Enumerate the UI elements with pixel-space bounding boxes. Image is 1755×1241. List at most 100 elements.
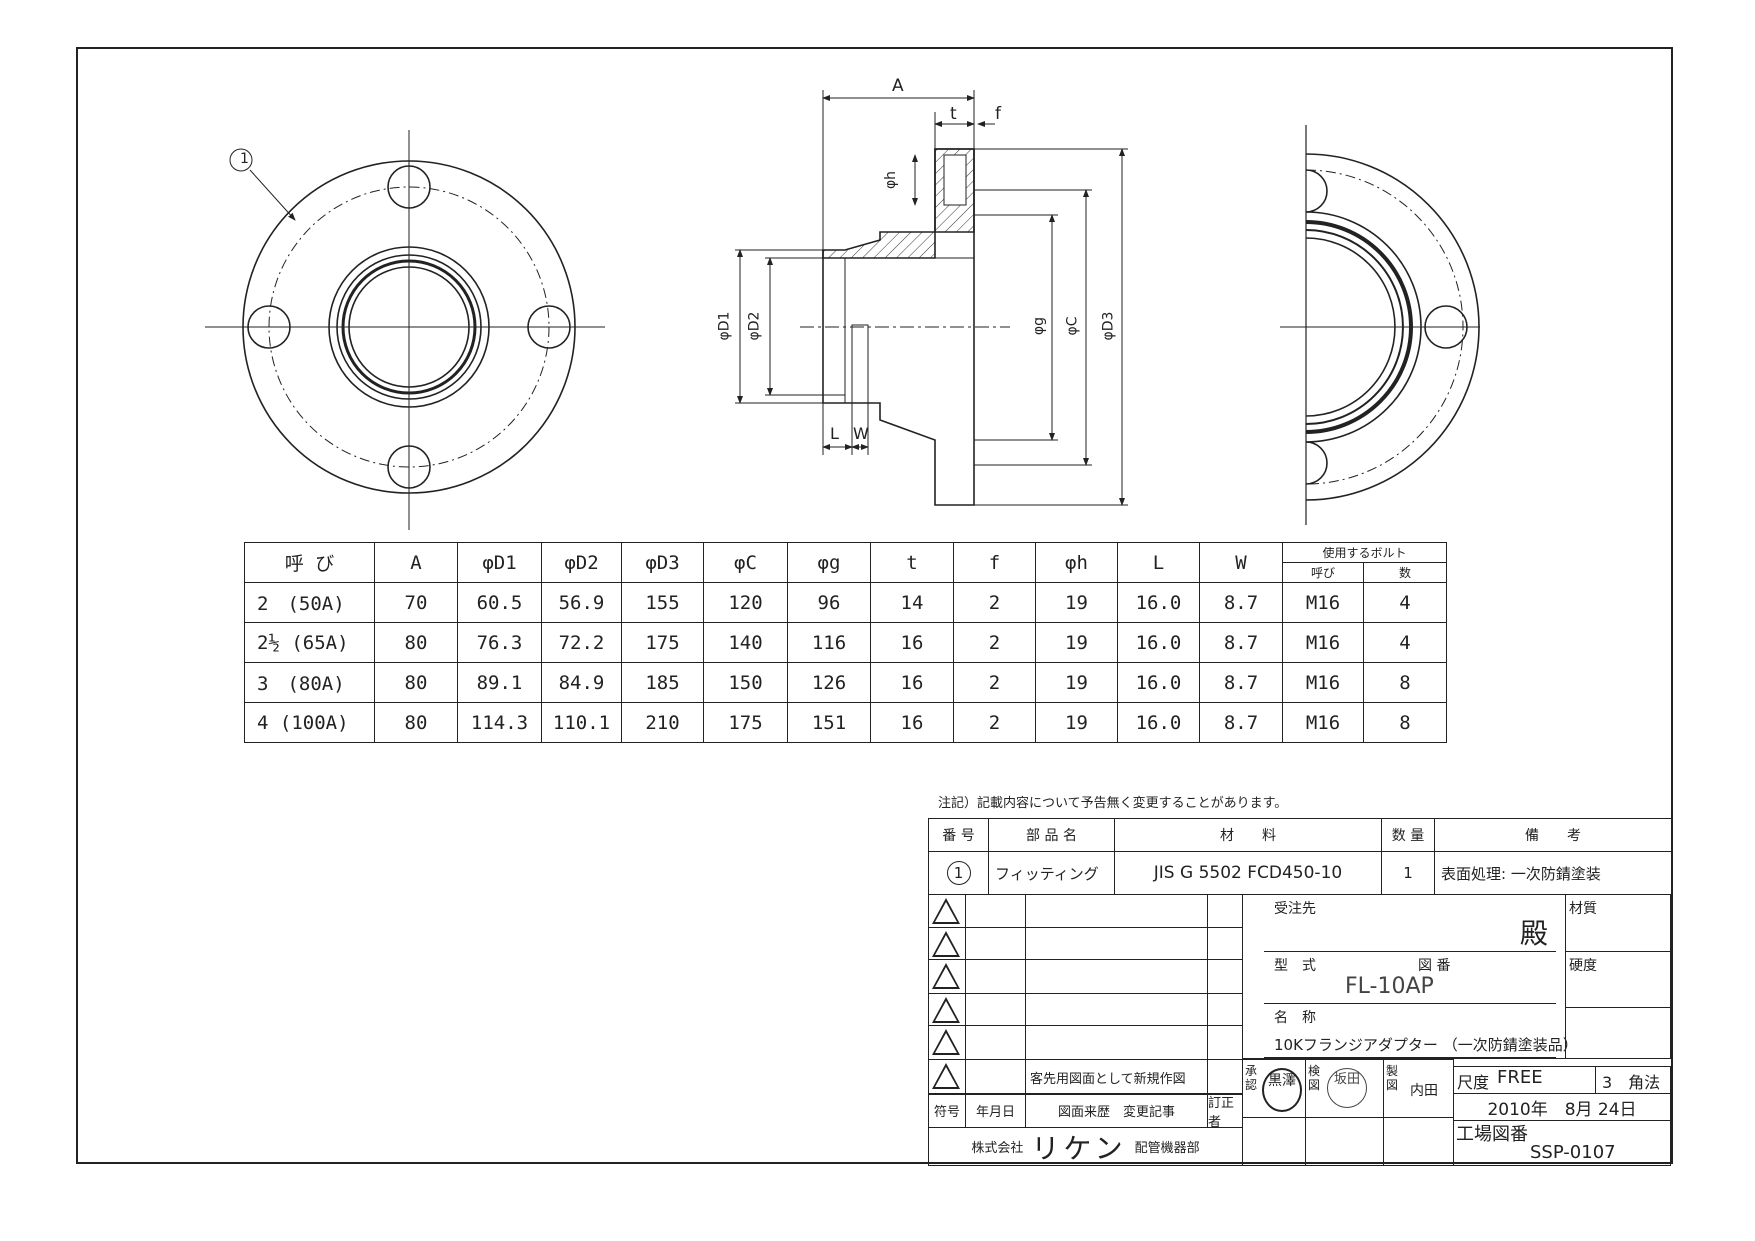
material-label: 材質	[1569, 901, 1597, 917]
revision-cell	[1025, 927, 1208, 960]
parts-header: 数 量	[1381, 818, 1435, 852]
table-cell: 84.9	[541, 662, 622, 703]
revision-header: 符号	[928, 1093, 966, 1128]
revision-cell	[1207, 1025, 1243, 1060]
bolt-column-header: 呼び	[1282, 562, 1364, 583]
name-label: 名 称	[1274, 1010, 1316, 1026]
table-cell: 175	[703, 702, 788, 743]
factory-number: SSP-0107	[1530, 1142, 1616, 1163]
customer-suffix: 殿	[1520, 917, 1549, 950]
column-header: A	[374, 542, 458, 583]
table-cell: 8.7	[1199, 582, 1283, 623]
hardness-label: 硬度	[1569, 958, 1597, 974]
table-cell: 2½ (65A)	[244, 622, 375, 663]
table-cell: 8	[1363, 662, 1447, 703]
revision-cell	[965, 894, 1026, 928]
revision-cell	[1025, 1025, 1208, 1060]
revision-triangle-icon	[932, 898, 960, 924]
table-cell: 16	[870, 622, 954, 663]
revision-cell	[965, 993, 1026, 1026]
parts-header: 部 品 名	[988, 818, 1115, 852]
table-cell: 60.5	[457, 582, 542, 623]
dim-d2-label: φD2	[746, 311, 763, 341]
table-cell: 19	[1035, 702, 1118, 743]
dimension-lines	[735, 90, 1128, 506]
dim-d3-label: φD3	[1100, 311, 1117, 341]
item-number-circle: 1	[946, 861, 971, 885]
parts-cell: 1	[928, 851, 989, 895]
dim-h-label: φh	[883, 170, 900, 190]
approved-stamp: 黒澤	[1262, 1068, 1302, 1112]
table-cell: 4	[1363, 622, 1447, 663]
table-cell: 140	[703, 622, 788, 663]
item-balloon-label: 1	[240, 151, 249, 167]
material-field: 材質	[1565, 894, 1671, 952]
table-cell: 16.0	[1117, 582, 1200, 623]
table-cell: 4 (100A)	[244, 702, 375, 743]
hardness-field: 硬度	[1565, 951, 1671, 1008]
table-cell: 80	[374, 662, 458, 703]
revision-cell	[1025, 959, 1208, 994]
table-cell: 175	[621, 622, 704, 663]
drawing-date: 2010年 8月 24日	[1453, 1093, 1671, 1121]
company-name: 株式会社リケン配管機器部	[928, 1127, 1243, 1166]
parts-cell: JIS G 5502 FCD450-10	[1114, 851, 1382, 895]
product-name: 10Kフランジアダプター （一次防錆塗装品）	[1274, 1036, 1578, 1054]
table-cell: 151	[787, 702, 871, 743]
revision-cell	[1025, 894, 1208, 928]
revision-cell	[965, 959, 1026, 994]
dim-c-label: φC	[1064, 316, 1081, 336]
table-cell: 210	[621, 702, 704, 743]
table-cell: 76.3	[457, 622, 542, 663]
model-label: 型 式	[1274, 958, 1316, 974]
checked-label: 検図	[1308, 1064, 1321, 1092]
parts-header: 備 考	[1434, 818, 1672, 852]
table-cell: 2 (50A)	[244, 582, 375, 623]
scale-label: 尺度	[1457, 1073, 1490, 1092]
dim-f-label: f	[995, 104, 1001, 124]
drawn-label: 製図	[1386, 1064, 1399, 1092]
table-cell: 2	[953, 622, 1036, 663]
parts-cell: フィッティング	[988, 851, 1115, 895]
column-header: φD2	[541, 542, 622, 583]
table-cell: 80	[374, 702, 458, 743]
date-text: 2010年 8月 24日	[1487, 1099, 1637, 1120]
table-cell: 19	[1035, 582, 1118, 623]
column-header: t	[870, 542, 954, 583]
approved-label: 承認	[1245, 1064, 1258, 1092]
table-cell: 16	[870, 662, 954, 703]
dim-t-label: t	[950, 104, 957, 124]
table-cell: 116	[787, 622, 871, 663]
parts-header: 番 号	[928, 818, 989, 852]
table-cell: 8.7	[1199, 622, 1283, 663]
dim-a-label: A	[892, 76, 904, 96]
new-drawing-note: 客先用図面として新規作図	[1030, 1072, 1186, 1087]
bolt-group-header: 使用するボルト	[1282, 542, 1447, 563]
revision-cell	[1207, 894, 1243, 928]
drawing-border	[76, 47, 1673, 1164]
revision-cell	[1207, 927, 1243, 960]
parts-header: 材 料	[1114, 818, 1382, 852]
dim-l-label: L	[830, 424, 839, 443]
scale-value: FREE	[1497, 1067, 1543, 1088]
drawing-number-label: 図 番	[1418, 958, 1451, 974]
column-header: φC	[703, 542, 788, 583]
change-notice: 注記）記載内容について予告無く変更することがあります。	[938, 796, 1288, 811]
table-cell: 16	[870, 702, 954, 743]
table-cell: 185	[621, 662, 704, 703]
table-cell: 89.1	[457, 662, 542, 703]
column-header: W	[1199, 542, 1283, 583]
parts-cell: 1	[1381, 851, 1435, 895]
drawn-by: 内田	[1410, 1083, 1438, 1099]
table-cell: 16.0	[1117, 702, 1200, 743]
revision-cell	[965, 927, 1026, 960]
revision-cell	[1207, 1059, 1243, 1095]
table-cell: 2	[953, 582, 1036, 623]
table-cell: 150	[703, 662, 788, 703]
